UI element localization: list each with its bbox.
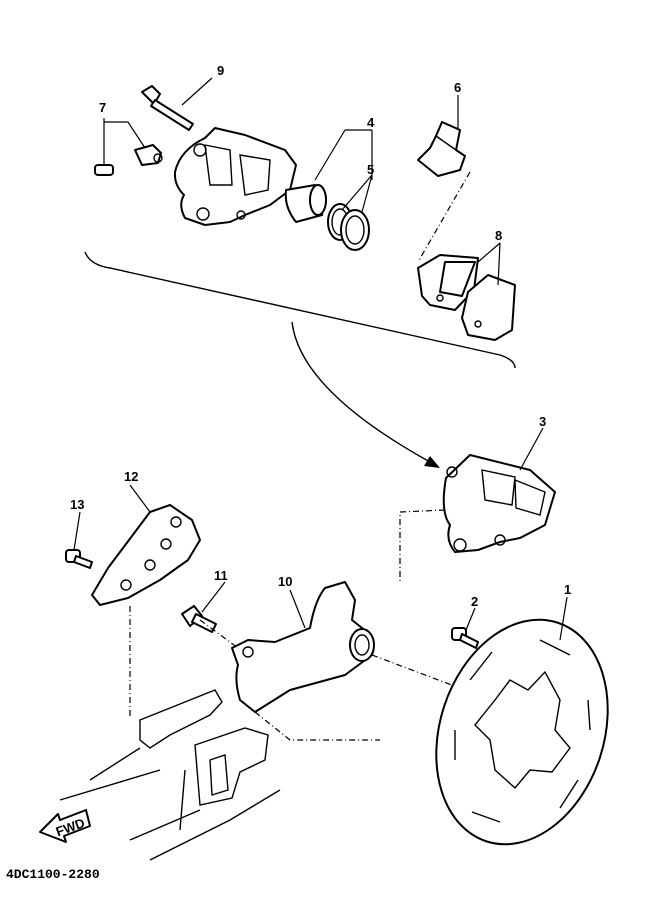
brake-pads-part (417, 254, 516, 341)
callout-13: 13 (70, 497, 84, 512)
callout-8: 8 (495, 228, 502, 243)
seal-rings-part (327, 203, 370, 251)
callout-labels: 1 2 3 4 5 6 7 8 9 10 11 12 13 (70, 63, 571, 609)
assembled-caliper-part (442, 454, 556, 553)
callout-4: 4 (367, 115, 375, 130)
callout-2: 2 (471, 594, 478, 609)
caliper-guard-part (91, 504, 201, 606)
swingarm-phantom (59, 689, 281, 861)
piston-part (284, 184, 327, 223)
callout-7: 7 (99, 100, 106, 115)
caliper-exploded-group (84, 85, 516, 468)
callout-1: 1 (564, 582, 571, 597)
fwd-arrow-icon: FWD (39, 809, 91, 843)
callout-10: 10 (278, 574, 292, 589)
pad-spring-part (417, 121, 466, 177)
callout-6: 6 (454, 80, 461, 95)
callout-11: 11 (214, 568, 228, 583)
disc-screw-part (451, 627, 479, 649)
brake-disc-part (435, 618, 609, 846)
pin-bolt-part (141, 85, 194, 131)
callout-12: 12 (124, 469, 138, 484)
caliper-body-part (173, 127, 297, 226)
bleed-screw-part (94, 144, 163, 176)
callout-5: 5 (367, 162, 374, 177)
guard-screw-part (65, 549, 93, 569)
callout-9: 9 (217, 63, 224, 78)
diagram-code: 4DC1100-2280 (6, 867, 100, 882)
leader-lines (73, 77, 568, 641)
caliper-bracket-part (231, 581, 375, 713)
bracket-bolt-part (181, 605, 217, 633)
callout-3: 3 (539, 414, 546, 429)
